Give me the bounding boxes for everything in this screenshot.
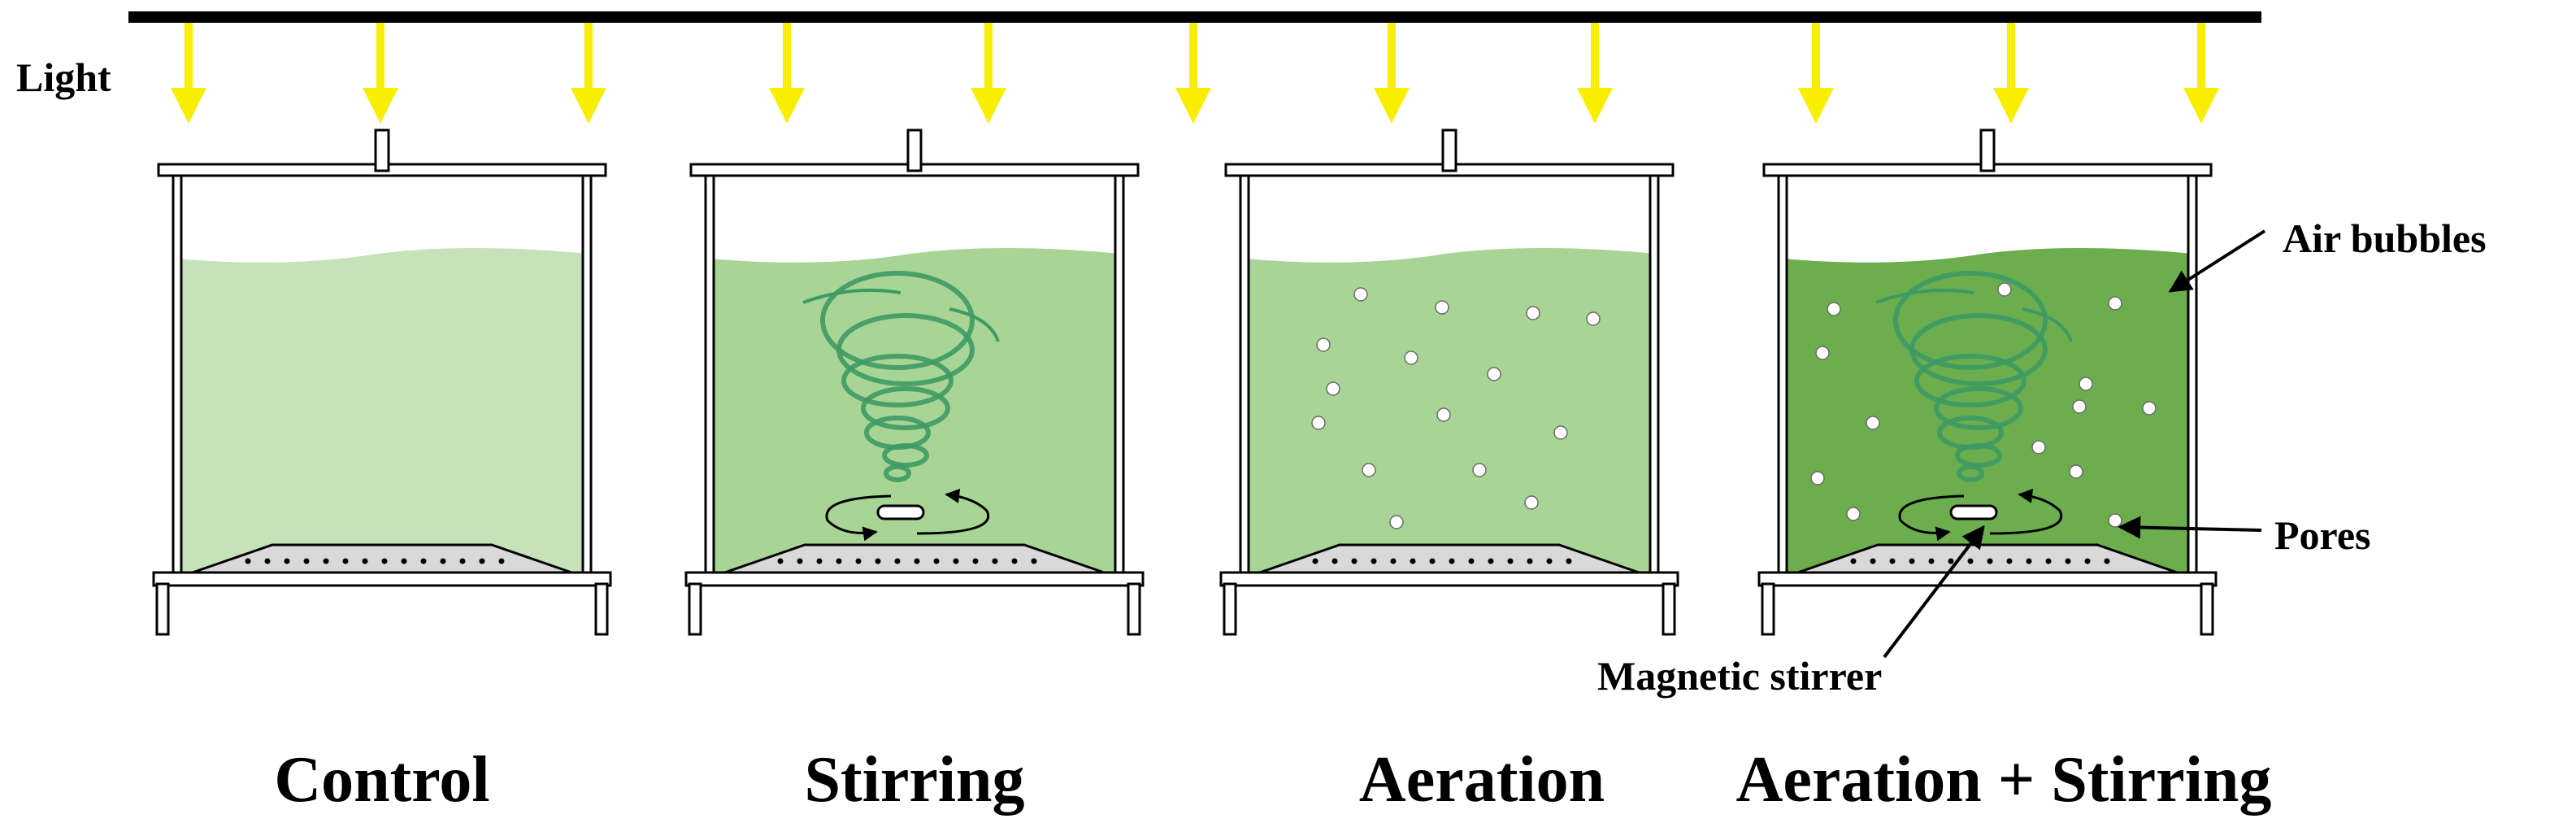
bubble-icon: [1553, 425, 1568, 440]
stir-bar-icon: [825, 488, 990, 542]
pores-label: Pores: [2274, 512, 2370, 558]
magnetic-stirrer-label: Magnetic stirrer: [1597, 653, 1882, 699]
vessel-title: Stirring: [804, 744, 1024, 816]
bubble-icon: [1526, 306, 1540, 320]
vessels: Control Stirring Aeration Aeration + Stirri…: [152, 128, 2272, 816]
base-plate: [684, 571, 1145, 587]
bubble-icon: [1487, 367, 1501, 381]
bubble-icon: [1436, 407, 1451, 422]
gas-port: [906, 128, 923, 172]
vessel-3: Aeration: [1219, 128, 1679, 816]
bubble-icon: [1524, 495, 1539, 510]
bubble-icon: [1316, 337, 1331, 352]
light-source-bar: [128, 11, 2261, 23]
bubble-icon: [1586, 311, 1601, 326]
light-arrow-icon: [971, 23, 1006, 124]
light-arrow-icon: [1993, 23, 2029, 124]
vessel-title: Aeration: [1359, 744, 1605, 816]
light-arrow-icon: [571, 23, 606, 124]
bubble-icon: [2079, 377, 2093, 391]
bubble-icon: [1326, 381, 1340, 396]
air-bubbles-label: Air bubbles: [2283, 216, 2487, 261]
bubble-icon: [2142, 401, 2157, 416]
bubble-icon: [1810, 471, 1825, 485]
light-arrow-icon: [363, 23, 398, 124]
vortex-icon: [1875, 271, 2073, 482]
pore-diffuser: [1254, 543, 1644, 576]
vessel-title: Aeration + Stirring: [1736, 744, 2272, 816]
bubble-icon: [1815, 346, 1830, 360]
air-bubbles: [1311, 287, 1601, 529]
vessel-4: Aeration + Stirring: [1736, 128, 2272, 816]
light-arrow-icon: [1798, 23, 1834, 124]
stir-bar-icon: [1898, 488, 2063, 542]
bubble-icon: [2069, 464, 2083, 479]
light-arrow-icon: [1175, 23, 1211, 124]
gas-port: [1441, 128, 1457, 172]
light-arrows: [171, 23, 2219, 124]
bubble-icon: [1827, 302, 1841, 316]
vessel-2: Stirring: [684, 128, 1145, 816]
air-bubbles-pointer: [2168, 229, 2266, 293]
light-arrow-icon: [2183, 23, 2219, 124]
liquid: [176, 248, 588, 576]
vessel-1: Control: [152, 128, 612, 816]
vessel-title: Control: [274, 744, 489, 816]
liquid: [709, 248, 1120, 576]
bubble-icon: [1404, 351, 1418, 365]
light-arrow-icon: [171, 23, 206, 124]
bubble-icon: [2072, 399, 2087, 414]
light-arrow-icon: [1374, 23, 1410, 124]
base-plate: [152, 571, 612, 587]
bubble-icon: [2108, 296, 2122, 311]
bubble-icon: [1866, 416, 1880, 430]
bubble-icon: [1435, 300, 1449, 315]
base-plate: [1219, 571, 1679, 587]
light-label: Light: [16, 54, 111, 100]
bubble-icon: [1997, 282, 2012, 297]
magnetic-stirrer-pointer: [1883, 525, 1985, 659]
air-bubbles: [1810, 282, 2157, 528]
base-plate: [1757, 571, 2218, 587]
bubble-icon: [1472, 463, 1487, 477]
bubble-icon: [2108, 513, 2122, 528]
bubble-icon: [1362, 463, 1376, 477]
vortex-icon: [802, 271, 1000, 482]
light-arrow-icon: [1577, 23, 1613, 124]
gas-port: [374, 128, 390, 172]
pore-diffuser: [1792, 543, 2183, 576]
bubble-icon: [2031, 440, 2046, 455]
bubble-icon: [1353, 287, 1368, 302]
light-arrow-icon: [769, 23, 805, 124]
bubble-icon: [1311, 416, 1326, 430]
gas-port: [1979, 128, 1996, 172]
pores-pointer: [2118, 516, 2262, 539]
liquid: [1782, 248, 2193, 576]
bubble-icon: [1846, 507, 1861, 521]
bubble-icon: [1389, 515, 1404, 529]
